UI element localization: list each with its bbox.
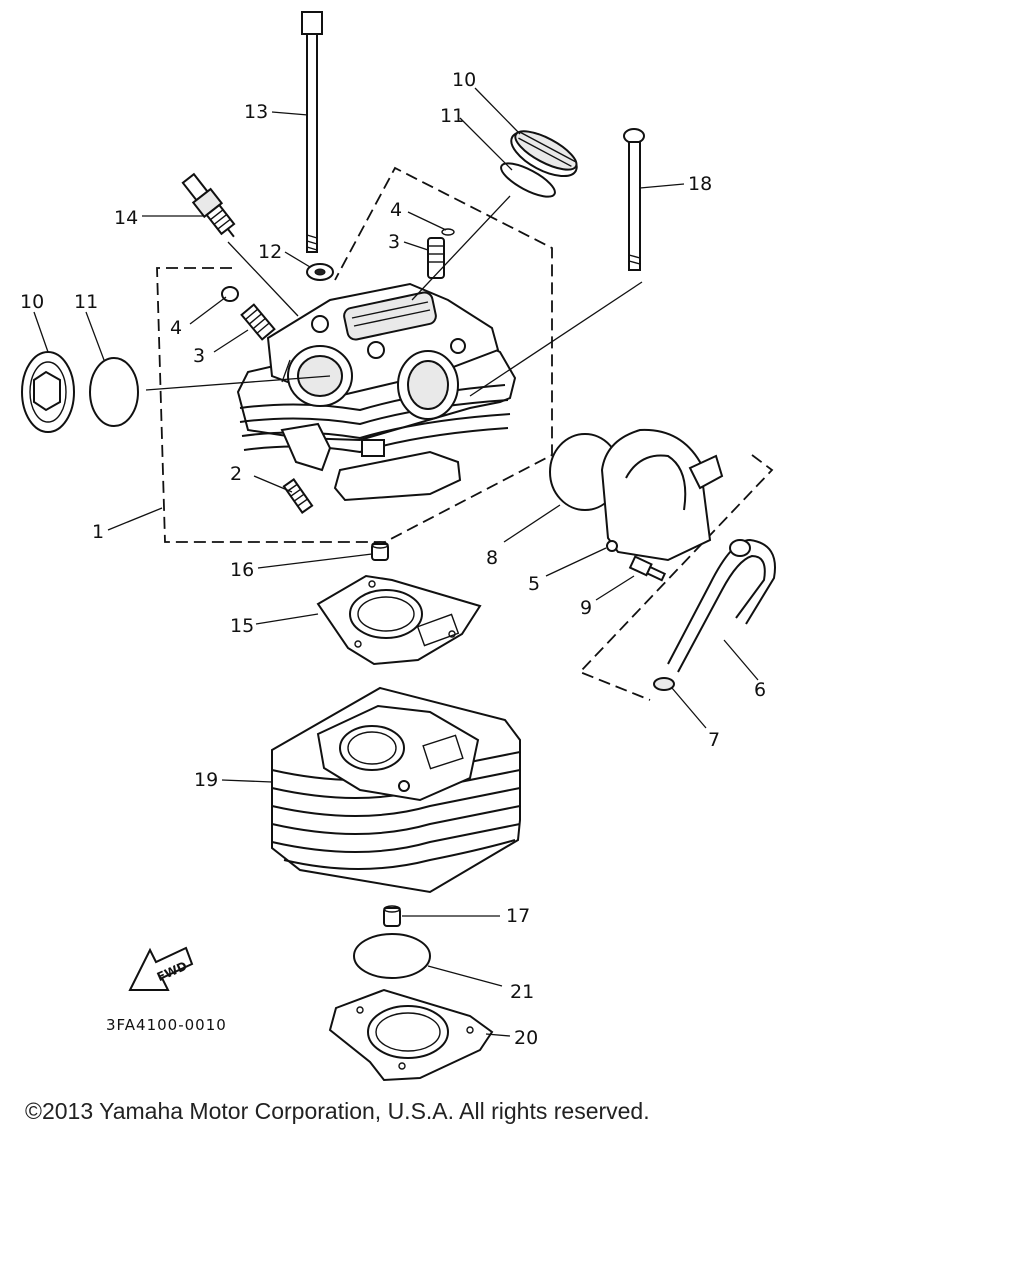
callout-8: 8: [486, 547, 498, 569]
base-gasket-20: [328, 988, 494, 1082]
callout-6: 6: [754, 679, 766, 701]
valve-adjuster-3-right: [427, 237, 445, 279]
callout-17: 17: [506, 905, 530, 927]
washer-12: [306, 263, 334, 281]
callout-19: 19: [194, 769, 218, 791]
stud-bolt-18: [623, 128, 645, 271]
dowel-pin-16: [371, 541, 389, 561]
callout-3-left: 3: [193, 345, 205, 367]
valve-adjuster-3-left: [240, 303, 276, 341]
callout-15: 15: [230, 615, 254, 637]
cap-10-top: [510, 130, 578, 178]
callout-11-top: 11: [440, 105, 464, 127]
callout-3-right: 3: [388, 231, 400, 253]
stud-2: [282, 478, 314, 514]
cap-10-left: [21, 351, 75, 433]
diagram-code: 3FA4100-0010: [106, 1016, 227, 1034]
callout-11-left: 11: [74, 291, 98, 313]
callout-12: 12: [258, 241, 282, 263]
breather-hose-6: [667, 538, 776, 673]
callout-9: 9: [580, 597, 592, 619]
callout-16: 16: [230, 559, 254, 581]
o-ring-4-right: [441, 228, 455, 236]
callout-2: 2: [230, 463, 242, 485]
bolt-9: [628, 555, 667, 582]
cylinder-head: [236, 282, 517, 502]
callout-10-top: 10: [452, 69, 476, 91]
leader-lines: [33, 87, 759, 1037]
hose-clip-7: [653, 677, 675, 691]
callout-7: 7: [708, 729, 720, 751]
head-gasket-15: [316, 574, 482, 666]
dowel-pin-17: [383, 905, 401, 927]
callout-10-left: 10: [20, 291, 44, 313]
callout-18: 18: [688, 173, 712, 195]
o-ring-21: [353, 933, 431, 979]
copyright-notice: ©2013 Yamaha Motor Corporation, U.S.A. A…: [25, 1098, 650, 1124]
spark-plug-14: [181, 172, 236, 238]
callout-labels: 1 2 3 3 4 4 5 6 7 8 9 10 10 11 11 12 13 …: [20, 69, 766, 1049]
stud-bolt-13: [301, 11, 323, 253]
o-ring-11-left: [89, 357, 139, 427]
breather-cover-5: [600, 428, 724, 562]
breather-assembly-boundary: [578, 454, 774, 701]
callout-4-right: 4: [390, 199, 402, 221]
forward-arrow-icon: FWD: [128, 946, 194, 991]
callout-13: 13: [244, 101, 268, 123]
o-ring-11-top: [500, 162, 556, 198]
callout-14: 14: [114, 207, 138, 229]
callout-21: 21: [510, 981, 534, 1003]
callout-20: 20: [514, 1027, 538, 1049]
callout-1: 1: [92, 521, 104, 543]
callout-4-left: 4: [170, 317, 182, 339]
cylinder-19: [271, 686, 521, 894]
callout-5: 5: [528, 573, 540, 595]
